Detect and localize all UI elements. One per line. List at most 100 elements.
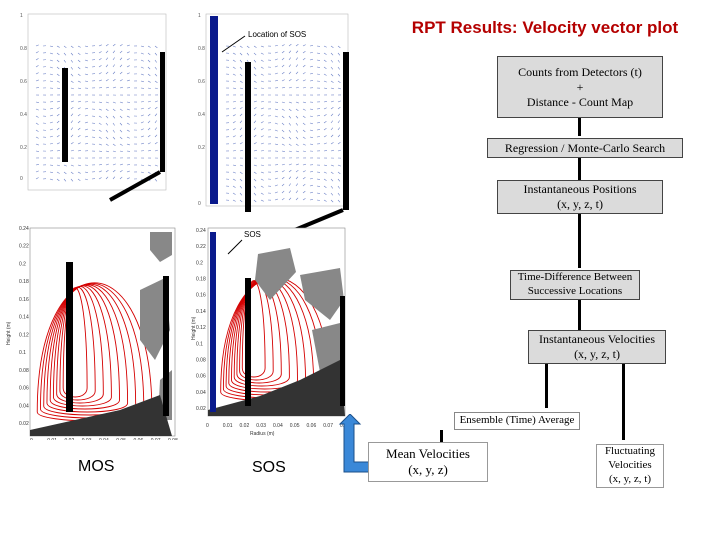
velocity-vector xyxy=(239,149,243,152)
velocity-vector xyxy=(323,128,327,131)
velocity-vector xyxy=(126,44,130,47)
velocity-vector xyxy=(288,108,292,112)
velocity-vector xyxy=(281,64,285,68)
velocity-vector xyxy=(105,129,109,133)
velocity-vector xyxy=(295,190,299,194)
velocity-vector xyxy=(323,66,327,69)
velocity-vector xyxy=(105,136,109,140)
velocity-vector xyxy=(98,170,102,173)
velocity-vector xyxy=(281,170,285,173)
velocity-vector xyxy=(105,57,109,61)
velocity-vector xyxy=(253,113,257,117)
velocity-vector xyxy=(77,100,81,103)
velocity-vector xyxy=(309,129,313,132)
tick-label: 0.04 xyxy=(273,423,283,429)
velocity-vector xyxy=(337,80,341,83)
velocity-vector xyxy=(281,150,285,152)
velocity-vector xyxy=(246,45,250,49)
velocity-vector xyxy=(140,114,144,117)
velocity-vector xyxy=(147,45,151,48)
velocity-vector xyxy=(154,149,158,152)
velocity-vector xyxy=(232,171,236,174)
velocity-vector xyxy=(63,59,66,63)
velocity-vector xyxy=(77,66,81,70)
velocity-vector xyxy=(105,150,109,153)
velocity-vector xyxy=(105,79,109,82)
velocity-vector xyxy=(126,101,131,103)
velocity-vector xyxy=(302,51,306,54)
velocity-vector xyxy=(337,142,341,145)
velocity-vector xyxy=(260,135,264,138)
velocity-vector xyxy=(337,106,341,110)
time-diff-box: Time-Difference Between Successive Locat… xyxy=(510,270,640,300)
velocities-line1: Instantaneous Velocities xyxy=(538,332,656,346)
velocity-vector xyxy=(35,170,39,173)
velocity-vector xyxy=(309,143,314,145)
velocity-vector xyxy=(323,178,327,181)
velocity-vector xyxy=(84,171,88,173)
location-arrow xyxy=(221,35,246,53)
velocity-vector xyxy=(232,45,236,48)
svg-text:0: 0 xyxy=(198,201,201,207)
velocity-vector xyxy=(112,50,116,54)
arrow-7 xyxy=(440,430,443,442)
sos-bar-top xyxy=(210,16,218,204)
velocity-vector xyxy=(316,185,321,187)
velocity-vector xyxy=(35,122,39,125)
velocity-vector xyxy=(126,122,130,125)
velocity-vector xyxy=(260,185,264,188)
tick-label: 0.08 xyxy=(196,357,206,363)
velocity-vector xyxy=(302,79,306,82)
velocity-vector xyxy=(98,150,103,152)
velocity-vector xyxy=(239,199,243,203)
velocity-vector xyxy=(253,107,257,110)
svg-text:0.6: 0.6 xyxy=(198,79,205,85)
sos-label: SOS xyxy=(252,459,286,476)
velocity-vector xyxy=(70,178,74,182)
velocity-vector xyxy=(232,87,237,89)
velocity-vector xyxy=(253,45,257,48)
velocity-vector xyxy=(147,164,151,167)
svg-text:0.4: 0.4 xyxy=(20,112,27,118)
velocity-vector xyxy=(302,176,306,180)
velocity-vector xyxy=(112,57,115,61)
velocity-vector xyxy=(154,52,158,56)
velocity-vector xyxy=(316,59,321,61)
velocity-vector xyxy=(49,128,53,131)
velocity-vector xyxy=(274,44,278,47)
velocity-vector xyxy=(49,52,53,55)
velocity-vector xyxy=(70,142,74,145)
velocity-vector xyxy=(239,142,243,145)
velocity-vector xyxy=(140,73,144,76)
velocity-vector xyxy=(253,142,257,145)
velocity-vector xyxy=(295,43,299,47)
velocity-vector xyxy=(337,66,340,70)
velocity-vector xyxy=(274,198,278,201)
velocity-vector xyxy=(274,129,278,132)
velocity-vector xyxy=(260,171,264,174)
velocity-vector xyxy=(232,59,236,62)
velocity-vector xyxy=(274,115,278,118)
velocity-vector xyxy=(98,44,102,47)
velocity-vector xyxy=(232,135,236,138)
velocity-vector xyxy=(112,143,116,146)
velocity-vector xyxy=(70,106,74,110)
velocity-vector xyxy=(239,134,243,138)
velocity-vector xyxy=(281,129,285,133)
velocity-vector xyxy=(77,52,81,56)
velocity-vector xyxy=(70,100,74,103)
velocity-vector xyxy=(288,197,292,201)
velocity-vector xyxy=(337,185,340,189)
axis-y-label-left: Height (m) xyxy=(6,321,12,345)
velocity-vector xyxy=(56,134,60,138)
velocity-vector xyxy=(288,176,292,180)
velocity-vector xyxy=(49,73,53,76)
velocity-vector xyxy=(309,171,314,173)
velocity-vector xyxy=(105,170,109,173)
velocity-vector xyxy=(302,57,306,61)
velocity-vector xyxy=(56,52,60,56)
velocity-vector xyxy=(35,115,39,118)
velocity-vector xyxy=(337,164,341,167)
velocity-vector xyxy=(56,150,60,152)
